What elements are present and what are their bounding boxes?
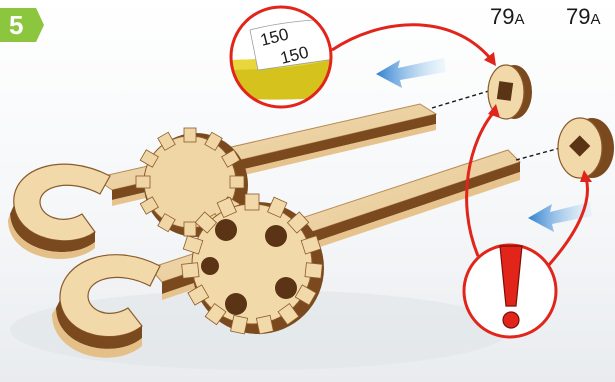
part-label-main: 79 — [566, 4, 590, 29]
part-label-upper: 79A — [490, 4, 525, 30]
blue-arrow-icon — [376, 58, 446, 88]
step-number-badge: 5 — [0, 8, 44, 42]
step-number: 5 — [9, 10, 23, 41]
upper-hook — [8, 164, 110, 259]
part-label-sub: A — [514, 11, 524, 28]
part-label-sub: A — [590, 11, 600, 28]
part-label-main: 79 — [490, 4, 514, 29]
part-label-lower: 79A — [566, 4, 601, 30]
part-79a-lower — [558, 118, 614, 178]
sandpaper-callout: 150 150 — [200, 7, 496, 107]
